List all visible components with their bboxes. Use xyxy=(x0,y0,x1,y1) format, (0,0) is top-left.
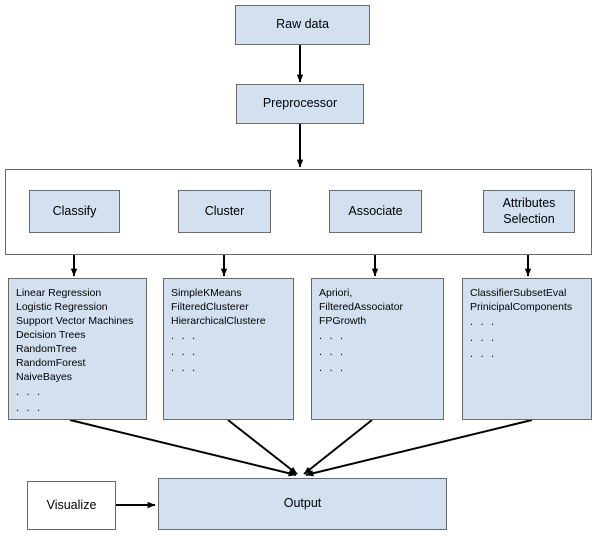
list-ellipsis: . . . xyxy=(171,329,198,342)
list-ellipsis: . . . xyxy=(470,315,497,328)
node-attributes-selection[interactable]: Attributes Selection xyxy=(483,190,575,233)
list-item: FilteredClusterer xyxy=(171,300,249,313)
node-raw-data[interactable]: Raw data xyxy=(235,5,370,45)
connector-attributeslist-output xyxy=(305,419,533,477)
list-ellipsis: . . . xyxy=(16,417,146,419)
node-output[interactable]: Output xyxy=(158,478,447,530)
list-item: FPGrowth xyxy=(319,314,367,327)
list-classify-algorithms[interactable]: Linear Regression Logistic Regression Su… xyxy=(8,278,147,420)
list-item: ClassifierSubsetEval xyxy=(470,287,567,299)
list-item: PrinicipalComponents xyxy=(470,300,573,313)
list-item: NaiveBayes xyxy=(16,370,73,383)
node-cluster[interactable]: Cluster xyxy=(178,190,271,233)
list-item: SimpleKMeans xyxy=(171,287,242,299)
list-item: Decision Trees xyxy=(16,328,86,341)
node-classify[interactable]: Classify xyxy=(29,190,120,233)
list-item: Linear Regression xyxy=(16,287,102,299)
list-associate-algorithms[interactable]: Apriori, FilteredAssociator FPGrowth . .… xyxy=(311,278,444,420)
list-ellipsis: . . . xyxy=(16,401,43,414)
connector-clusterlist-output xyxy=(227,419,298,475)
list-item: FilteredAssociator xyxy=(319,300,404,313)
list-item: RandomTree xyxy=(16,342,77,355)
list-item: HierarchicalClustere xyxy=(171,314,266,327)
list-item: Logistic Regression xyxy=(16,300,108,313)
list-ellipsis: . . . xyxy=(319,361,346,374)
list-attributes-selection-algorithms[interactable]: ClassifierSubsetEval PrinicipalComponent… xyxy=(462,278,592,420)
list-item: Apriori, xyxy=(319,287,353,299)
list-ellipsis: . . . xyxy=(319,345,346,358)
list-ellipsis: . . . xyxy=(171,345,198,358)
list-cluster-algorithms[interactable]: SimpleKMeans FilteredClusterer Hierarchi… xyxy=(163,278,294,420)
list-ellipsis: . . . xyxy=(319,329,346,342)
list-ellipsis: . . . xyxy=(171,361,198,374)
list-item: RandomForest xyxy=(16,356,86,369)
node-preprocessor[interactable]: Preprocessor xyxy=(236,84,364,124)
node-visualize[interactable]: Visualize xyxy=(27,481,116,530)
list-ellipsis: . . . xyxy=(470,331,497,344)
connector-classifylist-output xyxy=(69,419,297,477)
list-ellipsis: . . . xyxy=(16,385,43,398)
list-item: Support Vector Machines xyxy=(16,314,134,327)
node-associate[interactable]: Associate xyxy=(329,190,422,233)
connector-associatelist-output xyxy=(303,419,373,475)
list-ellipsis: . . . xyxy=(470,347,497,360)
